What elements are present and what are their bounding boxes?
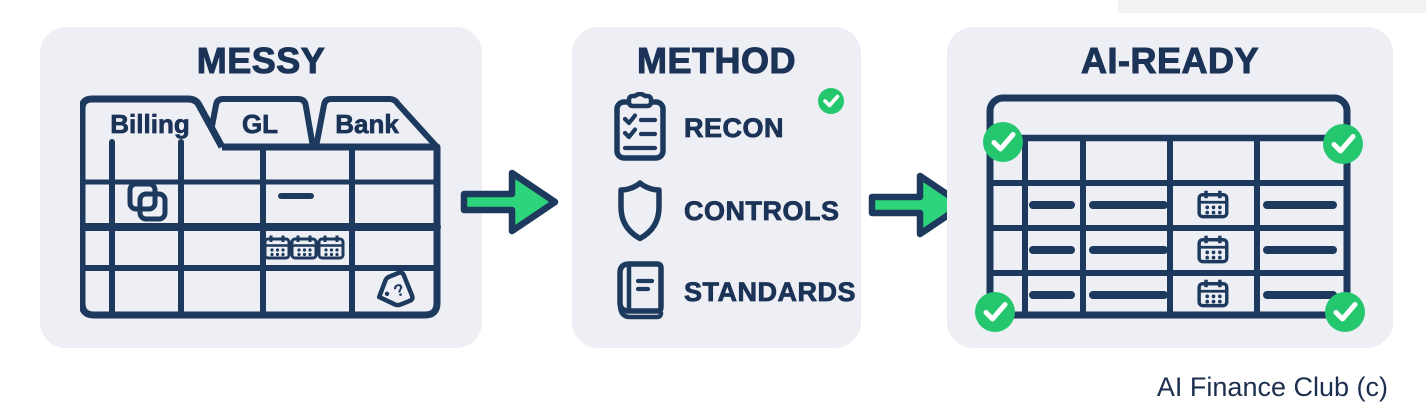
check-circle-icon bbox=[1325, 292, 1365, 332]
ai-table-data-dashes bbox=[1029, 201, 1337, 299]
panel-method: METHOD RECON CONTR bbox=[572, 27, 861, 348]
panel-title-ai-ready: AI-READY bbox=[1080, 40, 1259, 82]
check-circle-icon bbox=[975, 292, 1015, 332]
method-label-standards: STANDARDS bbox=[684, 276, 856, 307]
method-item-standards: STANDARDS bbox=[612, 252, 856, 332]
panel-messy: MESSY bbox=[40, 27, 482, 348]
panel-title-messy: MESSY bbox=[196, 40, 326, 82]
method-label-recon: RECON bbox=[684, 112, 785, 143]
method-label-controls: CONTROLS bbox=[684, 195, 840, 226]
top-right-strip bbox=[1118, 0, 1426, 13]
caption: AI Finance Club (c) bbox=[1156, 372, 1388, 402]
arrow-right-icon bbox=[460, 169, 559, 235]
ai-table-grid-lines bbox=[990, 134, 1347, 315]
book-icon bbox=[617, 261, 664, 320]
panel-title-method: METHOD bbox=[637, 40, 797, 82]
messy-spreadsheet-graphic: Billing GL Bank ? bbox=[80, 95, 441, 319]
shield-icon bbox=[618, 180, 662, 242]
tab-bank bbox=[313, 96, 440, 150]
tab-billing bbox=[80, 95, 441, 319]
check-circle-icon bbox=[818, 88, 844, 114]
tab-label-billing: Billing bbox=[110, 109, 189, 139]
method-item-recon: RECON bbox=[612, 88, 784, 168]
method-item-controls: CONTROLS bbox=[612, 171, 840, 251]
messy-grid-lines bbox=[80, 139, 441, 318]
arrow-right-icon bbox=[868, 172, 967, 238]
tab-label-bank: Bank bbox=[335, 109, 399, 139]
check-circle-icon bbox=[1323, 124, 1363, 164]
duplicate-records-icon bbox=[127, 181, 168, 222]
tab-label-gl: GL bbox=[242, 109, 278, 139]
panel-ai-ready: AI-READY bbox=[947, 27, 1393, 348]
tab-gl bbox=[205, 96, 316, 148]
check-circle-icon bbox=[983, 122, 1023, 162]
ai-ready-table-graphic bbox=[970, 94, 1380, 338]
clipboard-checklist-icon bbox=[614, 92, 666, 161]
